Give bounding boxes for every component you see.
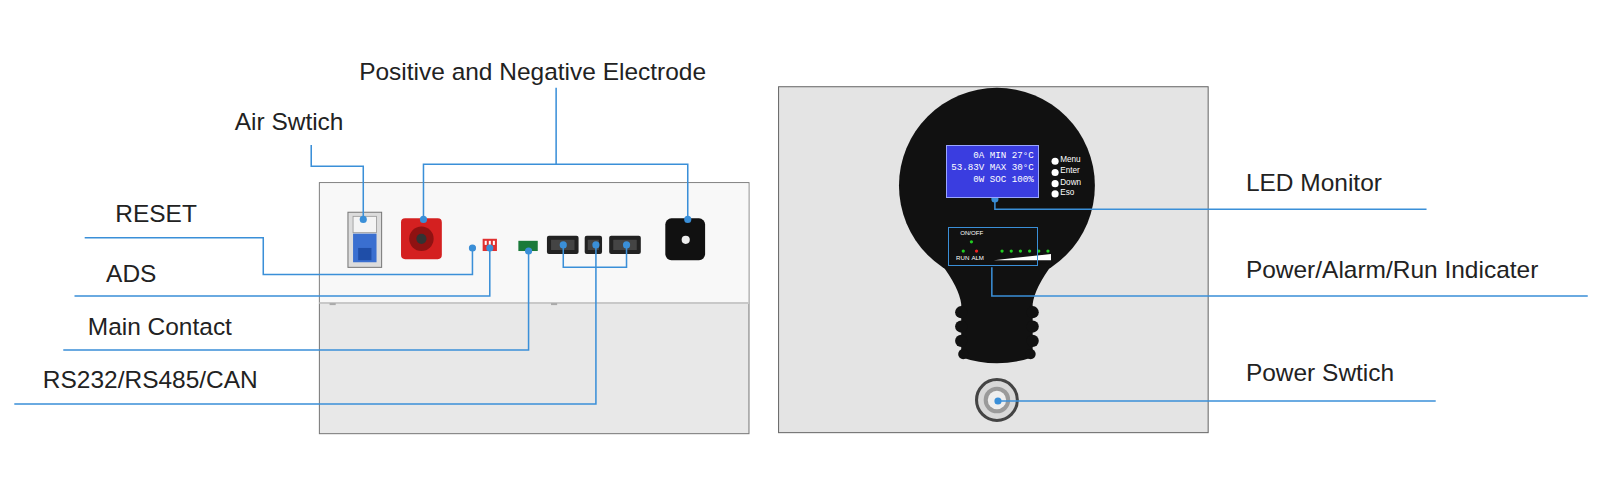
leader-line — [995, 199, 1427, 209]
air-switch — [348, 212, 382, 267]
lcd-reading: 0A MIN 27°C — [951, 151, 1034, 161]
front-panel — [319, 183, 749, 434]
part-label: Positive and Negative Electrode — [359, 58, 706, 86]
side-panel — [779, 87, 1209, 433]
leader-dot — [469, 244, 476, 251]
part-label: RESET — [115, 200, 197, 228]
leader-dot — [623, 241, 630, 248]
leader-line — [63, 251, 528, 350]
part-label: Air Swtich — [235, 108, 344, 136]
part-label: ADS — [106, 260, 156, 288]
leader-line — [74, 248, 489, 296]
leader-dot — [592, 241, 599, 248]
part-label: Power/Alarm/Run Indicater — [1246, 256, 1538, 284]
indicator-label: ALM — [971, 255, 984, 262]
main-contact-plug — [518, 241, 537, 251]
leader-line — [998, 400, 1436, 402]
part-label: Main Contact — [88, 313, 232, 341]
ads-dip-switch — [483, 239, 497, 251]
menu-buttons — [1052, 158, 1059, 198]
leader-line — [311, 145, 363, 219]
indicator-label: RUN — [956, 255, 969, 262]
negative-terminal — [665, 218, 705, 260]
leader-dot — [525, 247, 532, 254]
indicator-panel: ON/OFF RUNALM — [948, 227, 1038, 267]
lcd-screen: 0A MIN 27°C 53.83V MAX 30°C 0W SOC 100% — [946, 145, 1039, 198]
part-label: Power Swtich — [1246, 359, 1394, 387]
leader-line — [423, 88, 556, 220]
part-label: LED Monitor — [1246, 169, 1382, 197]
positive-terminal — [401, 218, 442, 259]
display-bulb — [899, 88, 1095, 364]
reset-button — [469, 245, 475, 251]
leader-line — [556, 164, 688, 219]
leader-line — [563, 245, 626, 267]
panel-mark — [551, 303, 557, 305]
leader-dot — [486, 244, 493, 251]
part-label: RS232/RS485/CAN — [43, 366, 258, 394]
lcd-reading: 0W SOC 100% — [951, 175, 1034, 185]
power-switch — [977, 380, 1018, 421]
button-label: Menu — [1060, 156, 1080, 164]
button-label: Down — [1060, 179, 1081, 187]
leader-dot — [420, 216, 427, 223]
panel-edge — [319, 302, 749, 304]
comm-ports — [547, 236, 641, 254]
leader-dot — [560, 241, 567, 248]
button-label: Enter — [1060, 167, 1080, 175]
button-label: Eso — [1060, 189, 1074, 197]
leader-dot — [994, 397, 1001, 404]
leader-dot — [360, 216, 367, 223]
panel-band — [320, 183, 749, 302]
leader-line — [14, 245, 596, 404]
indicator-label: ON/OFF — [960, 230, 983, 237]
lcd-reading: 53.83V MAX 30°C — [951, 163, 1034, 173]
panel-mark — [330, 303, 336, 305]
leader-dot — [684, 216, 691, 223]
